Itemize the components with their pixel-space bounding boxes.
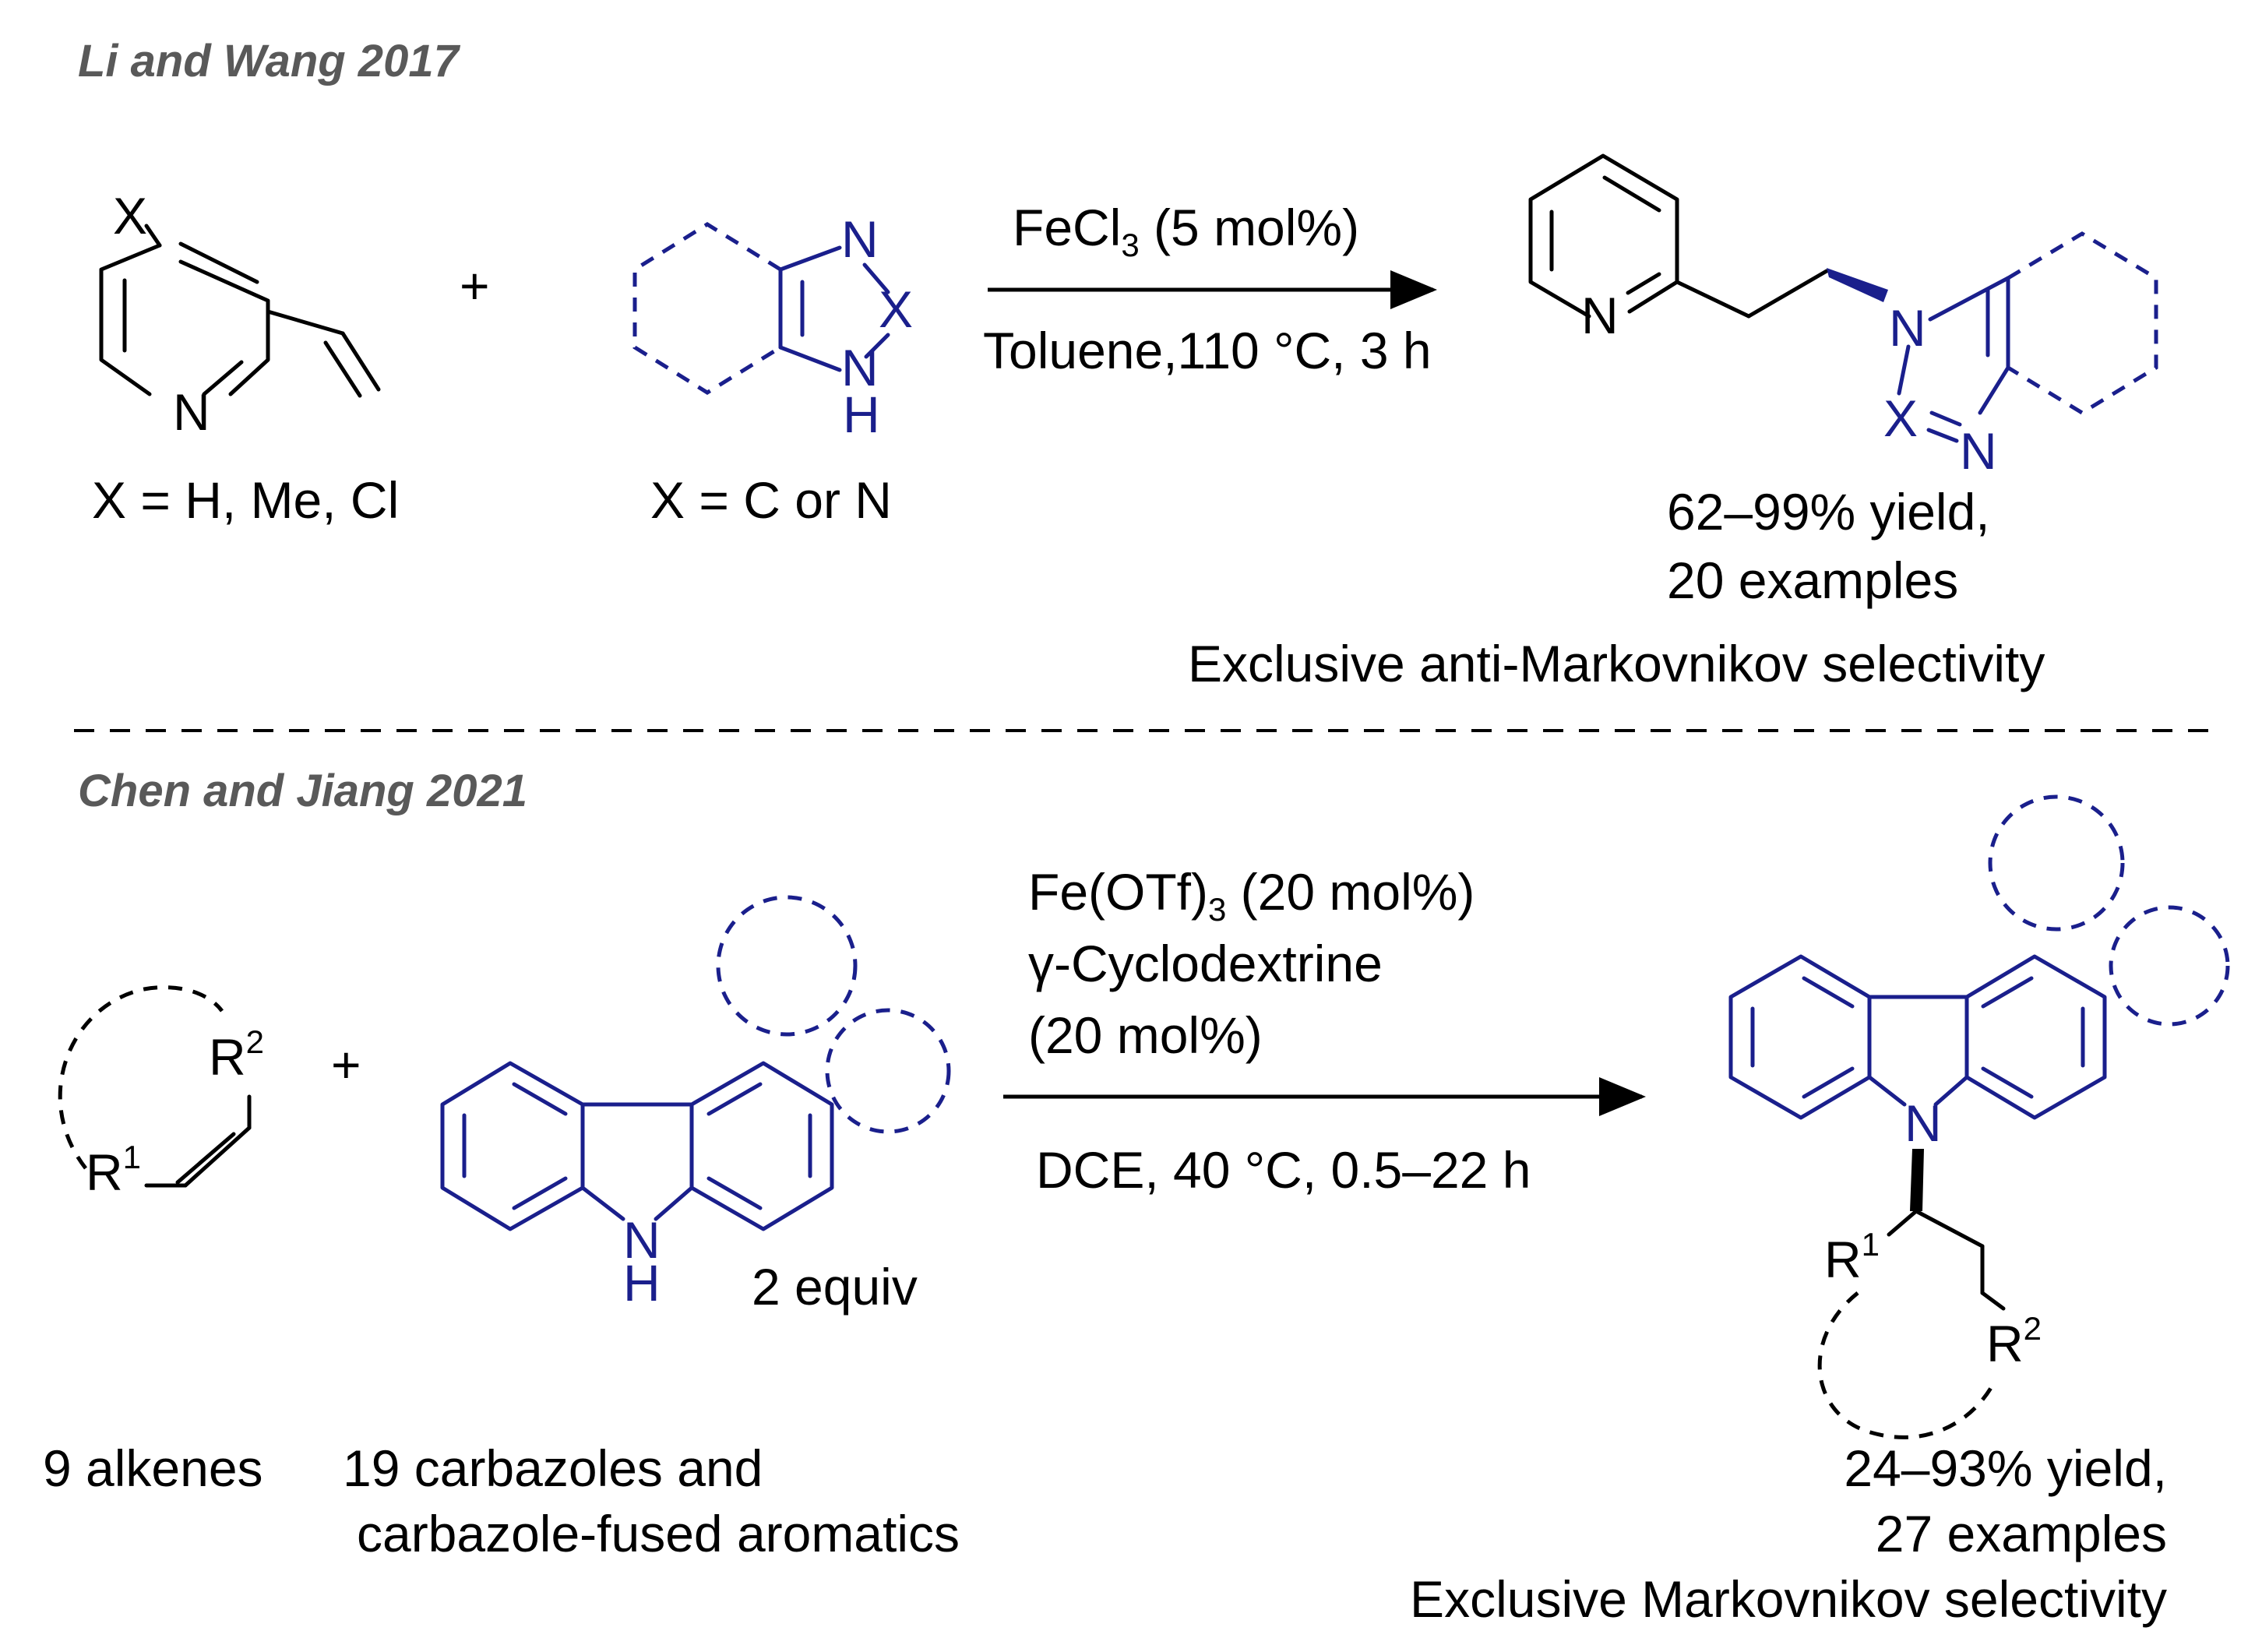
vinylpyridine-x-label: X: [113, 187, 147, 245]
alkene-structure: R2 R1: [58, 985, 264, 1201]
bottom-additive-loading: (20 mol%): [1028, 1006, 1263, 1064]
reactant1-x-note: X = H, Me, Cl: [92, 471, 399, 529]
top-examples: 20 examples: [1667, 551, 1958, 609]
azole-reactant-structure: N X N H: [632, 210, 913, 443]
product-carbazole-n: N: [1904, 1094, 1942, 1152]
bottom-selectivity: Exclusive Markovnikov selectivity: [1410, 1570, 2167, 1628]
product-pyridine-n: N: [1581, 287, 1619, 344]
carbazoles-line1: 19 carbazoles and: [343, 1439, 763, 1497]
product-r2: R2: [1986, 1310, 2042, 1372]
vinylpyridine-structure: X N: [99, 187, 381, 441]
reactant2-x-note: X = C or N: [650, 471, 892, 529]
azole-nh-h: H: [843, 386, 880, 443]
carbazole-n: N: [623, 1211, 661, 1269]
carbazole-structure: N H: [440, 895, 951, 1312]
bottom-additive: γ-Cyclodextrine: [1028, 935, 1383, 992]
bottom-plus: +: [331, 1036, 361, 1094]
product-r1: R1: [1824, 1226, 1880, 1288]
alkene-r1: R1: [86, 1139, 141, 1201]
bottom-product-structure: N R1 R2: [1728, 794, 2230, 1439]
product-x: X: [1883, 389, 1918, 447]
top-header: Li and Wang 2017: [78, 36, 461, 86]
top-conditions: Toluene,110 °C, 3 h: [983, 322, 1432, 379]
bottom-examples: 27 examples: [1876, 1505, 2167, 1562]
bottom-header: Chen and Jiang 2021: [78, 766, 527, 816]
azole-x: X: [879, 280, 913, 338]
top-plus: +: [460, 257, 490, 315]
bottom-yield: 24–93% yield,: [1844, 1439, 2167, 1497]
carbazole-equiv: 2 equiv: [752, 1258, 918, 1316]
carbazoles-line2: carbazole-fused aromatics: [357, 1505, 960, 1562]
top-product-structure: N N X N: [1528, 153, 2158, 480]
bottom-catalyst: Fe(OTf)3 (20 mol%): [1028, 863, 1475, 928]
alkene-r2: R2: [209, 1023, 264, 1086]
top-selectivity: Exclusive anti-Markovnikov selectivity: [1188, 635, 2045, 692]
pyridine-n-label: N: [173, 383, 210, 441]
azole-n-top: N: [841, 210, 879, 268]
product-n3: N: [1960, 422, 1997, 480]
product-n1: N: [1889, 299, 1926, 357]
carbazole-h: H: [623, 1254, 661, 1312]
azole-nh-n: N: [841, 339, 879, 396]
bottom-conditions: DCE, 40 °C, 0.5–22 h: [1036, 1141, 1531, 1199]
top-catalyst: FeCl3 (5 mol%): [1013, 199, 1359, 263]
top-yield: 62–99% yield,: [1667, 483, 1990, 541]
alkenes-count: 9 alkenes: [43, 1439, 263, 1497]
